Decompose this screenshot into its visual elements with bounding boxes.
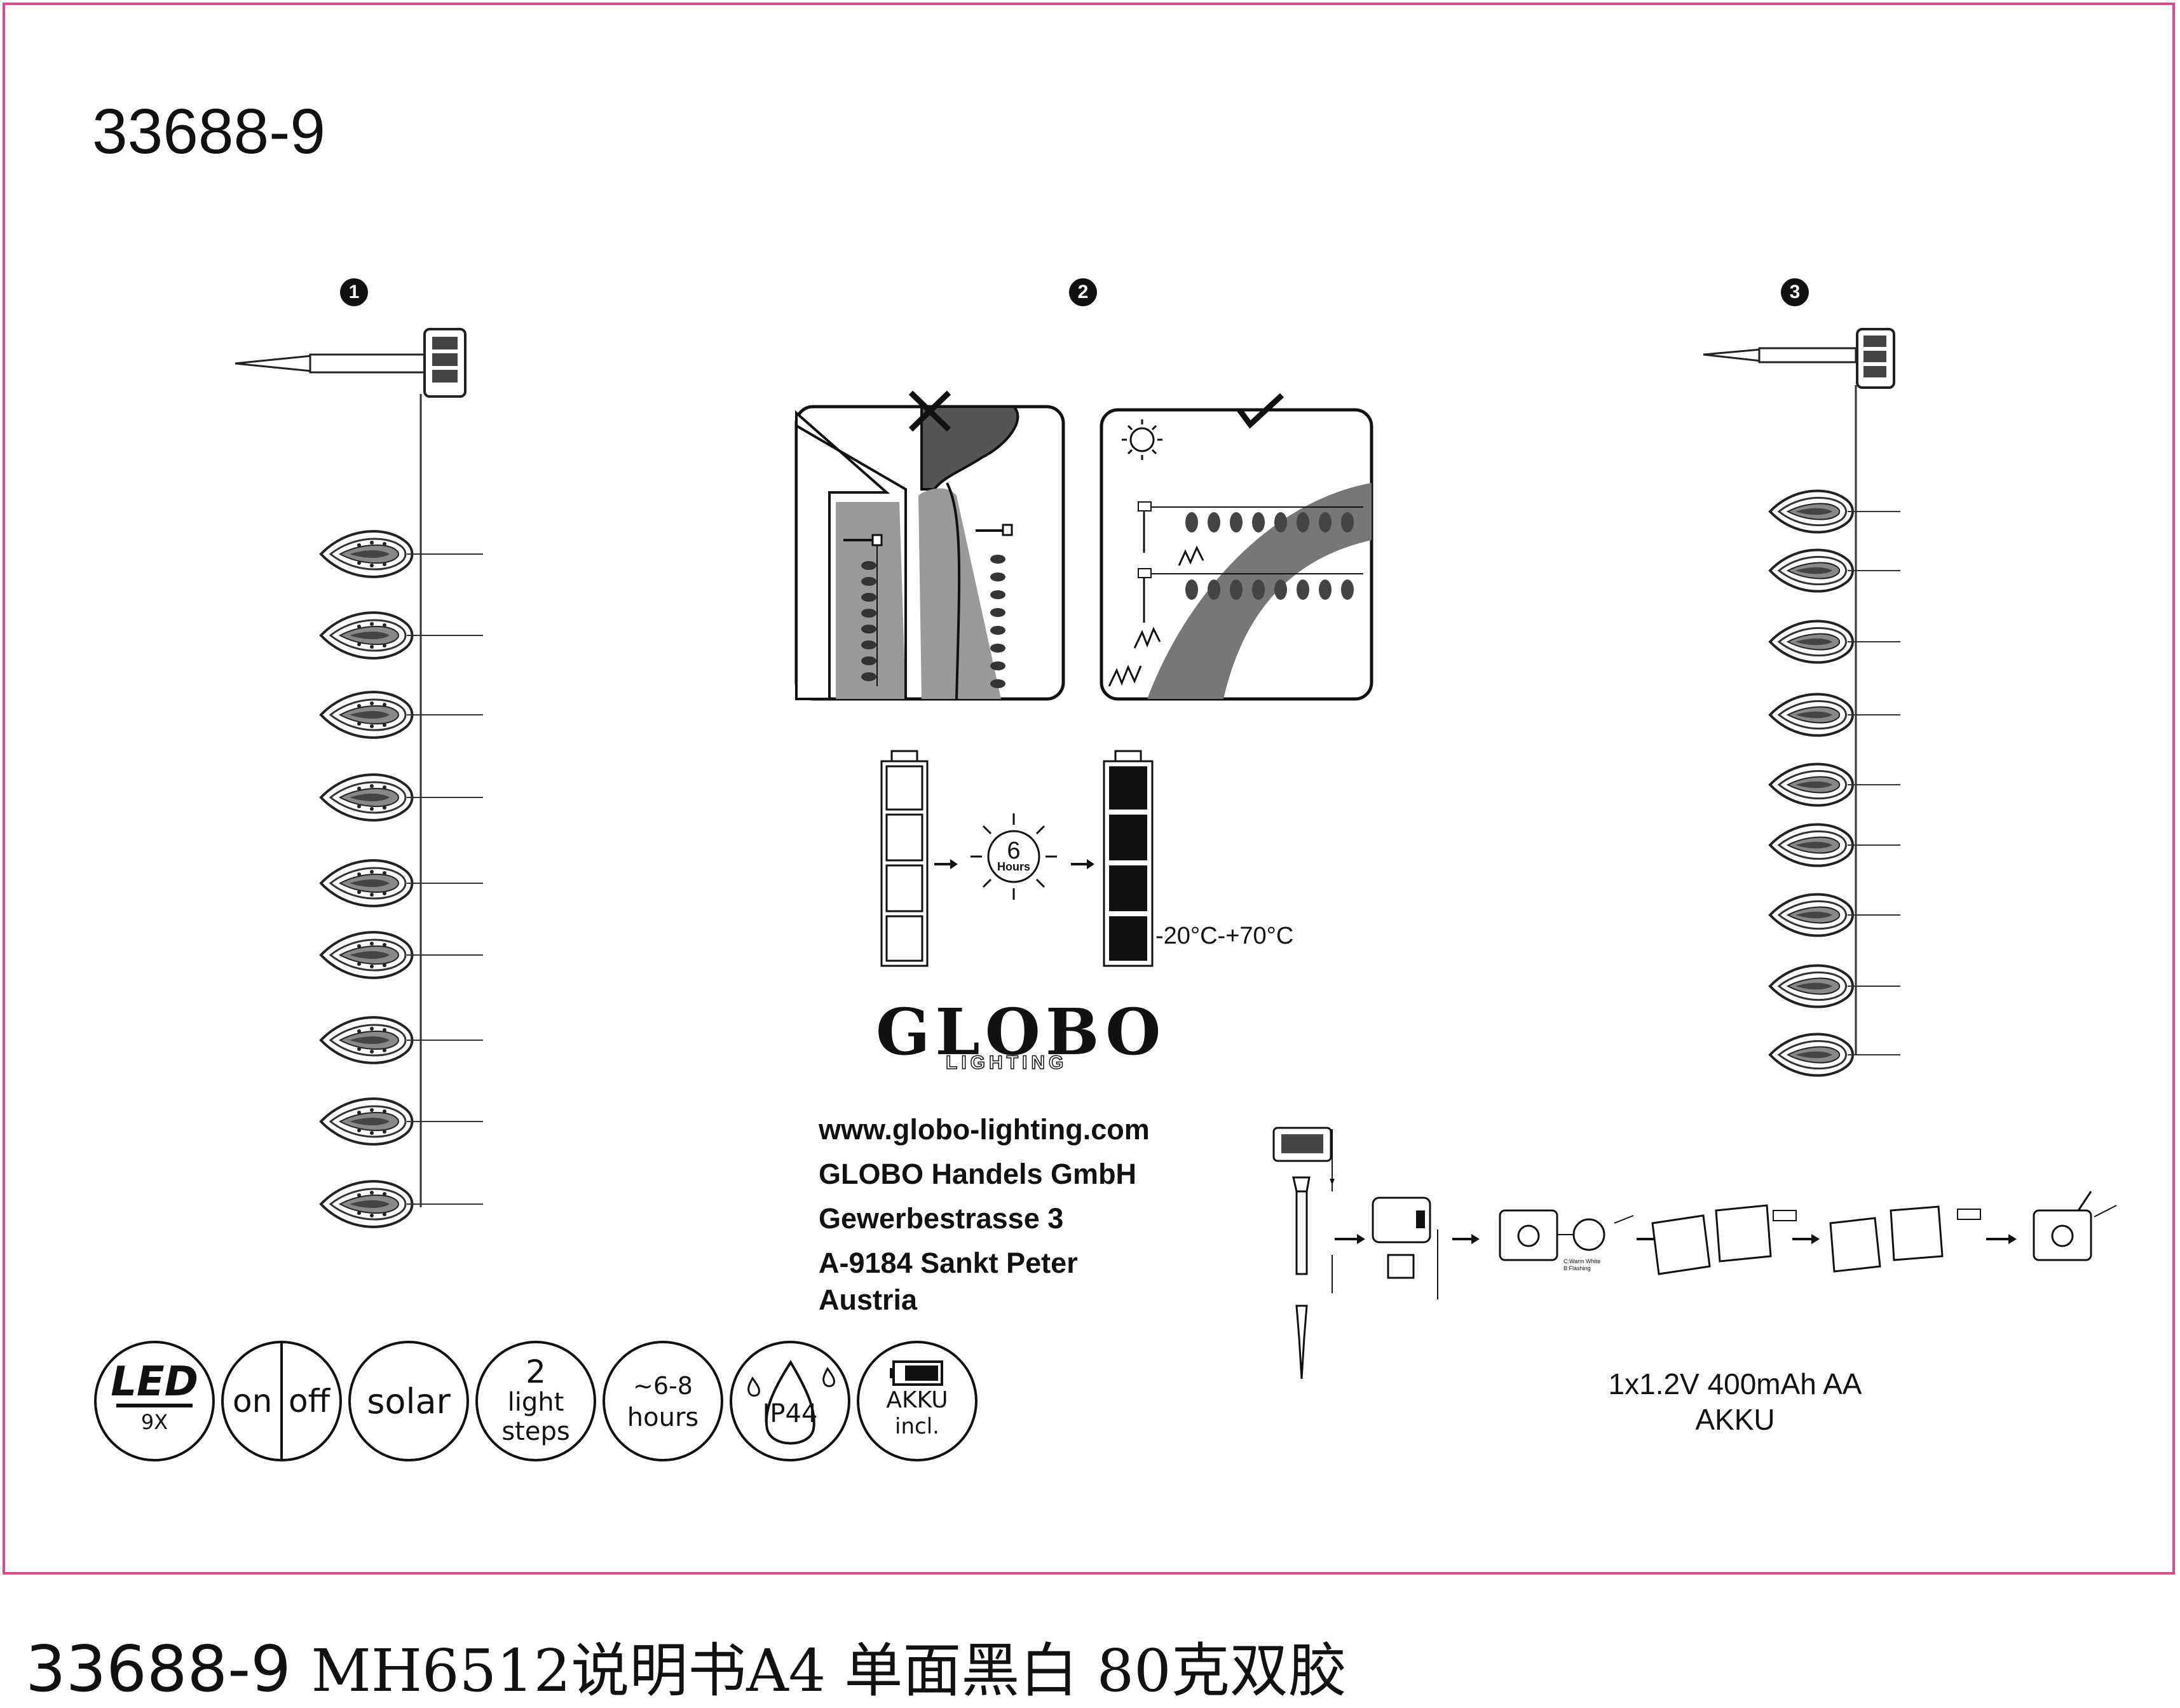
light-steps-icon: 2 light steps xyxy=(475,1341,596,1461)
step-marker-1: 1 xyxy=(340,278,368,306)
step3-light-string-illustration xyxy=(1703,328,1900,1077)
feature-icons-row: LED 9X on off solar 2 light steps ~6-8 h… xyxy=(94,1341,978,1461)
footer-code: 33688-9 xyxy=(25,1632,291,1706)
footer-description: MH6512说明书A4 单面黑白 80克双胶 xyxy=(311,1637,1347,1705)
solar-icon: solar xyxy=(348,1341,469,1461)
brand-logo-sub: LIGHTING xyxy=(945,1052,1068,1074)
mode-legend-line1: C:Warm White xyxy=(1563,1258,1601,1264)
ip-rating: IP44 xyxy=(762,1399,818,1428)
battery-spec: 1x1.2V 400mAh AA xyxy=(1608,1367,1862,1400)
page-border xyxy=(3,3,2175,1575)
duration-icon: ~6-8 hours xyxy=(603,1341,723,1461)
battery-replacement-diagram xyxy=(1272,1127,2117,1379)
charge-hours-label: Hours xyxy=(997,860,1030,873)
ip44-icon: IP44 xyxy=(730,1341,850,1461)
temperature-range: -20°C-+70°C xyxy=(1155,923,1294,949)
product-code: 33688-9 xyxy=(92,96,325,167)
led-label: LED xyxy=(111,1359,198,1406)
akku-line1: AKKU xyxy=(886,1387,948,1413)
check-icon xyxy=(1237,393,1284,429)
water-drop-icon xyxy=(747,1360,835,1445)
step-marker-2: 2 xyxy=(1069,278,1097,306)
mode-legend: C:Warm White B:Flashing xyxy=(1563,1258,1600,1272)
sun-charge-icon xyxy=(971,813,1057,900)
light-steps-line1: light xyxy=(507,1388,564,1417)
step-marker-3: 3 xyxy=(1781,278,1809,306)
correct-placement-panel xyxy=(1100,393,1373,701)
wrong-placement-panel xyxy=(794,390,1065,701)
light-steps-line2: steps xyxy=(501,1417,570,1446)
battery-icon xyxy=(890,1360,943,1386)
led-icon: LED 9X xyxy=(94,1341,215,1461)
street-address: Gewerbestrasse 3 xyxy=(819,1202,1064,1235)
on-label: on xyxy=(233,1383,273,1420)
step1-light-string-illustration xyxy=(235,328,483,1228)
battery-word: AKKU xyxy=(1695,1403,1775,1436)
sun-icon xyxy=(1122,419,1162,460)
on-off-switch-icon: on off xyxy=(221,1341,342,1461)
akku-included-icon: AKKU incl. xyxy=(857,1341,978,1461)
battery-spec-block: 1x1.2V 400mAh AA AKKU xyxy=(1576,1366,1894,1437)
website-link[interactable]: www.globo-lighting.com xyxy=(819,1113,1150,1146)
mode-legend-line2: B:Flashing xyxy=(1563,1265,1591,1271)
brand-logo: GLOBO xyxy=(876,994,1166,1069)
company-name: GLOBO Handels GmbH xyxy=(819,1158,1137,1190)
duration-line2: hours xyxy=(627,1403,699,1432)
footer-line: 33688-9 MH6512说明书A4 单面黑白 80克双胶 xyxy=(25,1623,1347,1708)
off-label: off xyxy=(289,1383,330,1420)
charge-hours-number: 6 xyxy=(1007,837,1021,864)
country: Austria xyxy=(819,1284,918,1316)
duration-line1: ~6-8 xyxy=(633,1372,693,1400)
battery-charging-diagram xyxy=(880,750,1154,967)
led-count: 9X xyxy=(140,1410,168,1434)
akku-line2: incl. xyxy=(895,1414,939,1439)
solar-label: solar xyxy=(367,1381,451,1421)
light-steps-number: 2 xyxy=(526,1353,546,1390)
city-address: A-9184 Sankt Peter xyxy=(819,1247,1078,1279)
